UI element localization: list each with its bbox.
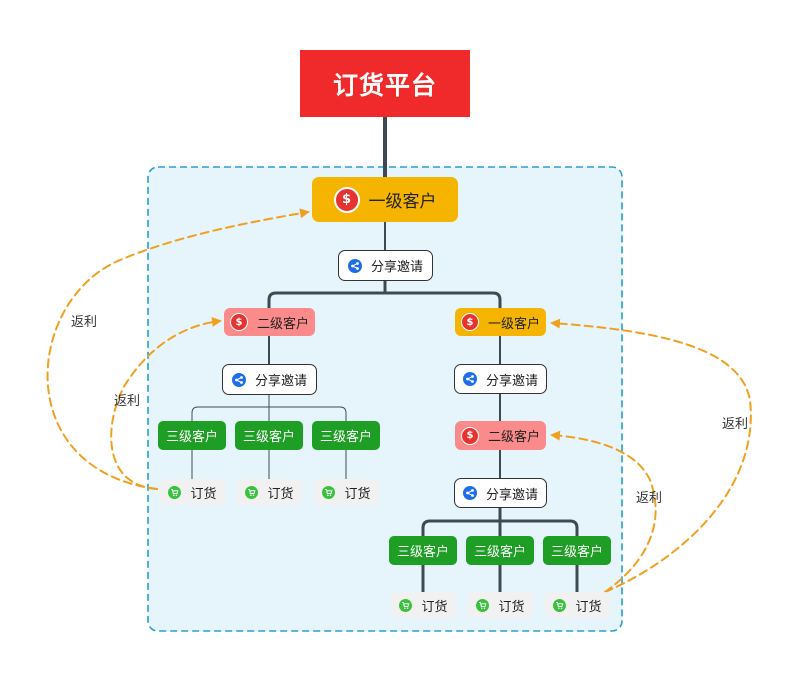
rebate-label-right-outer: 返利 xyxy=(722,417,749,432)
tree-connectors xyxy=(191,115,579,594)
rebate-arrows xyxy=(46,208,752,593)
order-label: 订货 xyxy=(575,599,602,615)
share-icon xyxy=(231,372,246,387)
level2-customer-node-left: $ 二级客户 xyxy=(224,308,315,336)
cart-icon xyxy=(399,598,413,612)
level3-customer-node: 三级客户 xyxy=(389,536,457,565)
order-node: 订货 xyxy=(468,592,533,618)
share-invite-node-top: 分享邀请 xyxy=(338,250,433,281)
share-invite-label: 分享邀请 xyxy=(370,260,423,275)
share-icon xyxy=(347,258,362,273)
dollar-icon: $ xyxy=(460,313,479,331)
order-label: 订货 xyxy=(267,486,294,502)
rebate-arrow-right-outer xyxy=(550,318,752,593)
share-invite-node-right: 分享邀请 xyxy=(454,364,547,394)
rebate-arrow-right-inner xyxy=(550,430,657,593)
connector-share-branches xyxy=(267,279,502,310)
dollar-icon: $ xyxy=(229,313,248,331)
level3-customer-label: 三级客户 xyxy=(242,430,295,445)
level1-customer-label: 一级客户 xyxy=(368,192,437,212)
order-label: 订货 xyxy=(344,486,371,502)
platform-label: 订货平台 xyxy=(332,70,437,100)
level2-customer-label: 二级客户 xyxy=(487,430,540,445)
order-node: 订货 xyxy=(160,479,225,505)
order-node: 订货 xyxy=(545,592,610,618)
share-invite-node-left: 分享邀请 xyxy=(222,364,317,395)
level3-customer-node: 三级客户 xyxy=(466,536,534,565)
cart-icon xyxy=(553,598,567,612)
order-label: 订货 xyxy=(498,599,525,615)
share-icon xyxy=(462,372,477,386)
order-node: 订货 xyxy=(314,479,379,505)
connector-right-share-level3 xyxy=(421,506,579,538)
platform-node: 订货平台 xyxy=(300,50,470,117)
level3-customer-node: 三级客户 xyxy=(543,536,611,565)
cart-icon xyxy=(168,485,182,499)
share-invite-label: 分享邀请 xyxy=(485,373,538,389)
cart-icon xyxy=(245,485,259,499)
cart-icon xyxy=(322,485,336,499)
share-invite-node-right-lower: 分享邀请 xyxy=(454,478,547,508)
dollar-icon: $ xyxy=(460,426,479,445)
share-invite-label: 分享邀请 xyxy=(254,374,307,389)
level3-customer-label: 三级客户 xyxy=(319,430,372,445)
level1-customer-label: 一级客户 xyxy=(487,316,540,332)
order-node: 订货 xyxy=(237,479,302,505)
order-node: 订货 xyxy=(391,592,456,618)
rebate-arrow-left-outer xyxy=(46,208,310,490)
rebate-label-right-inner: 返利 xyxy=(636,491,663,506)
rebate-label-left-outer: 返利 xyxy=(71,315,98,330)
level3-customer-node: 三级客户 xyxy=(312,421,380,450)
rebate-arrow-left-inner xyxy=(110,316,222,490)
rebate-label-left-inner: 返利 xyxy=(114,394,141,409)
level3-customer-label: 三级客户 xyxy=(473,545,526,560)
connector-left-share-level3 xyxy=(191,394,347,422)
level2-customer-label: 二级客户 xyxy=(256,316,309,332)
share-icon xyxy=(462,486,477,500)
level3-customer-node: 三级客户 xyxy=(158,421,226,450)
share-invite-label: 分享邀请 xyxy=(485,487,538,503)
level1-customer-node-right: $ 一级客户 xyxy=(455,308,546,336)
level1-customer-node-top: $ 一级客户 xyxy=(312,177,458,222)
level3-customer-label: 三级客户 xyxy=(550,545,603,560)
order-label: 订货 xyxy=(190,486,217,502)
dollar-icon: $ xyxy=(333,186,360,213)
order-label: 订货 xyxy=(421,599,448,615)
level2-customer-node-right: $ 二级客户 xyxy=(455,421,546,450)
level3-customer-label: 三级客户 xyxy=(396,545,449,560)
level3-customer-node: 三级客户 xyxy=(235,421,303,450)
level3-customer-label: 三级客户 xyxy=(165,430,218,445)
cart-icon xyxy=(476,598,490,612)
